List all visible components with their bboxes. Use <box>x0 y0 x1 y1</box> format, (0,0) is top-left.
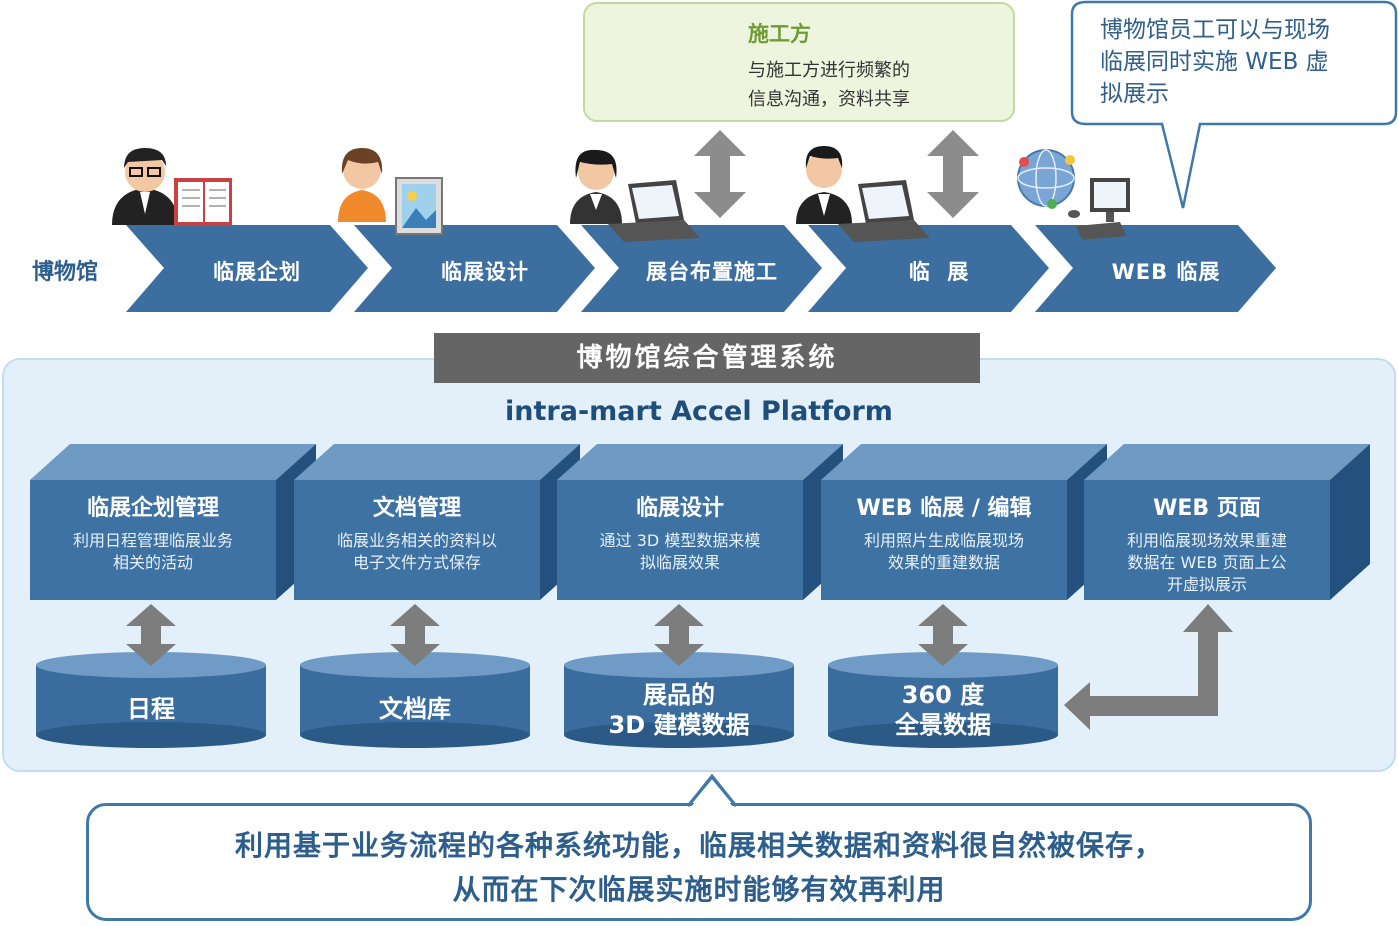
database-3-label: 展品的 3D 建模数据 <box>564 680 794 740</box>
module-desc-line: 拟临展效果 <box>639 553 720 572</box>
laptop-icon <box>608 180 700 242</box>
museum-label: 博物馆 <box>32 260 99 285</box>
curator-person-icon <box>796 146 852 224</box>
database-label-line: 3D 建模数据 <box>608 711 750 739</box>
process-chevrons <box>126 225 1276 312</box>
builder-person-icon <box>570 149 622 224</box>
process-step-label: 临 展 <box>908 260 970 284</box>
module-desc-line: 电子文件方式保存 <box>352 553 481 572</box>
module-desc-line: 通过 3D 模型数据来模 <box>599 531 761 550</box>
desktop-computer-icon <box>1068 178 1130 240</box>
open-book-icon <box>174 178 232 226</box>
picture-frame-icon <box>395 177 443 235</box>
module-desc-line: 临展业务相关的资料以 <box>336 531 497 550</box>
module-4: WEB 临展 / 编辑 利用照片生成临展现场 效果的重建数据 <box>821 490 1067 574</box>
double-arrow-icon <box>927 130 979 218</box>
chevron-step-4 <box>808 225 1049 312</box>
process-step-label: 临展设计 <box>441 260 529 284</box>
summary-line: 利用基于业务流程的各种系统功能，临展相关数据和资料很自然被保存， <box>234 829 1163 862</box>
database-4-label: 360 度 全景数据 <box>828 680 1058 740</box>
module-title: 临展设计 <box>635 496 724 521</box>
database-label-line: 360 度 <box>901 681 985 709</box>
module-boxes <box>30 444 1370 600</box>
globe-network-icon <box>1017 149 1075 209</box>
double-arrow-icon <box>654 604 704 666</box>
chevron-step-1 <box>126 225 368 312</box>
module-desc-line: 相关的活动 <box>112 553 193 572</box>
web-note-line: 博物馆员工可以与现场 <box>1100 17 1330 43</box>
database-1-label: 日程 <box>36 694 266 724</box>
database-label-line: 文档库 <box>379 695 451 723</box>
contractor-desc-line: 信息沟通，资料共享 <box>748 89 910 110</box>
process-step-label: 展台布置施工 <box>646 260 778 284</box>
module-db-arrows <box>126 604 968 666</box>
module-box-4 <box>821 444 1107 600</box>
chevron-step-5 <box>1035 225 1276 312</box>
contractor-description: 与施工方进行频繁的 信息沟通，资料共享 <box>748 56 910 114</box>
system-title: 博物馆综合管理系统 <box>434 333 980 383</box>
module-desc-line: 开虚拟展示 <box>1166 575 1247 594</box>
contractor-desc-line: 与施工方进行频繁的 <box>748 60 910 81</box>
module-desc-line: 效果的重建数据 <box>887 553 1000 572</box>
chevron-step-2 <box>354 225 595 312</box>
module-box-5 <box>1084 444 1370 600</box>
laptop-icon <box>838 180 930 242</box>
module-3: 临展设计 通过 3D 模型数据来模 拟临展效果 <box>557 490 803 574</box>
module-5: WEB 页面 利用临展现场效果重建 数据在 WEB 页面上公 开虚拟展示 <box>1084 490 1330 596</box>
planner-person-icon <box>112 148 178 225</box>
designer-person-icon <box>338 148 386 222</box>
cylinder-2 <box>300 652 530 748</box>
database-label-line: 展品的 <box>643 681 715 709</box>
module-desc-line: 利用临展现场效果重建 <box>1126 531 1287 550</box>
l-arrow-icon <box>1064 604 1233 730</box>
database-label-line: 全景数据 <box>895 711 991 739</box>
cylinder-1 <box>36 652 266 748</box>
process-step-label: WEB 临展 <box>1111 260 1221 284</box>
web-note-line: 临展同时实施 WEB 虚 <box>1100 49 1329 75</box>
speech-bubble <box>1070 0 1398 209</box>
database-2-label: 文档库 <box>300 694 530 724</box>
module-title: WEB 页面 <box>1153 496 1261 521</box>
double-arrow-icon <box>126 604 176 666</box>
module-desc-line: 利用日程管理临展业务 <box>72 531 233 550</box>
module-2: 文档管理 临展业务相关的资料以 电子文件方式保存 <box>294 490 540 574</box>
module-1: 临展企划管理 利用日程管理临展业务 相关的活动 <box>30 490 276 574</box>
process-step-label: 临展企划 <box>213 260 301 284</box>
double-arrow-icon <box>918 604 968 666</box>
module-title: 文档管理 <box>372 496 461 521</box>
contractor-title: 施工方 <box>748 22 811 46</box>
web-note-text: 博物馆员工可以与现场 临展同时实施 WEB 虚 拟展示 <box>1100 14 1380 110</box>
module-title: WEB 临展 / 编辑 <box>856 496 1032 521</box>
double-arrow-icon <box>694 130 746 218</box>
contractor-box <box>583 2 1015 122</box>
platform-title: intra-mart Accel Platform <box>505 396 893 427</box>
module-desc-line: 利用照片生成临展现场 <box>863 531 1024 550</box>
summary-line: 从而在下次临展实施时能够有效再利用 <box>452 873 946 906</box>
module-title: 临展企划管理 <box>86 496 219 521</box>
chevron-step-3 <box>581 225 822 312</box>
database-label-line: 日程 <box>127 695 175 723</box>
database-cylinders <box>36 652 1058 748</box>
module-desc-line: 数据在 WEB 页面上公 <box>1127 553 1287 572</box>
web-note-line: 拟展示 <box>1100 81 1169 107</box>
double-arrow-icon <box>390 604 440 666</box>
